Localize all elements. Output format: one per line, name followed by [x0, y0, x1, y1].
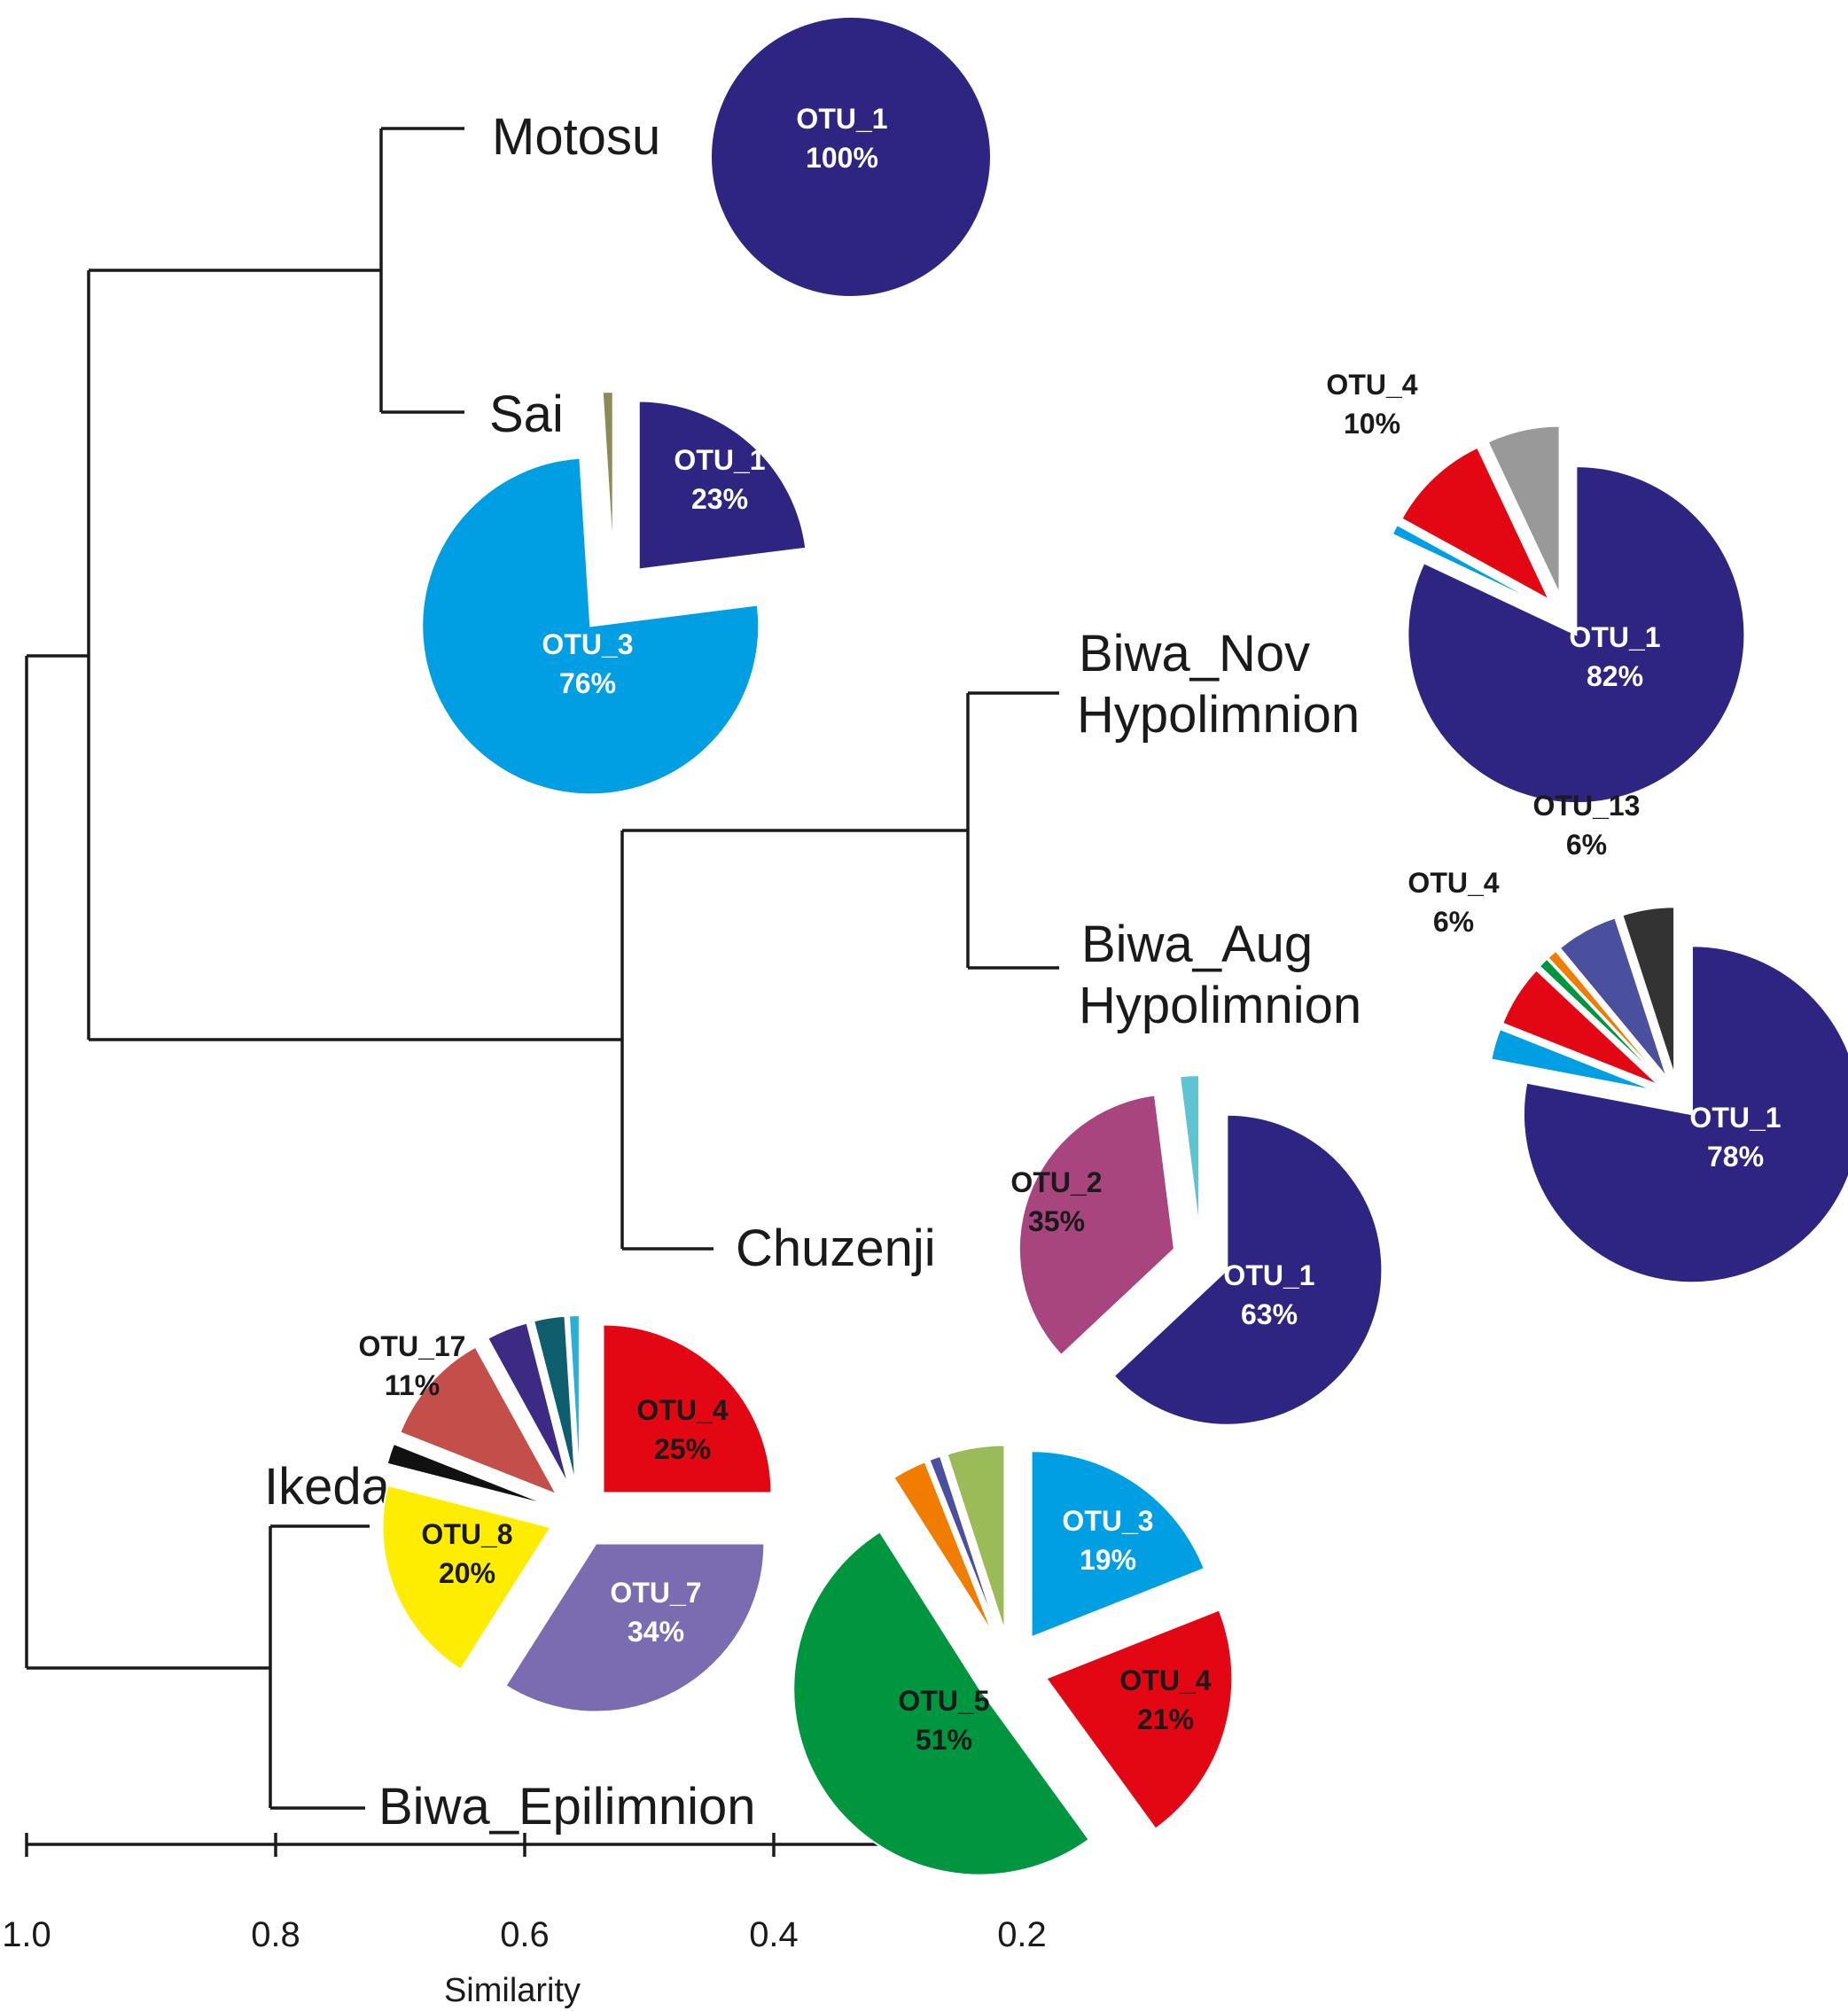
- pie-slice-minor: [1486, 425, 1561, 596]
- pie-slice-minor: [1490, 1027, 1657, 1093]
- pie-slice-label: OTU_1: [796, 103, 887, 135]
- leaf-label-biwa-nov-line1: Biwa_Nov: [1079, 625, 1310, 682]
- leaf-label-biwa-epilimnion: Biwa_Epilimnion: [378, 1778, 756, 1836]
- pie-slice-minor: [1621, 906, 1676, 1076]
- branch-motosu-sai: [379, 127, 464, 414]
- axis-title: Similarity: [444, 1972, 581, 2009]
- pie-slice-minor: [1546, 949, 1665, 1081]
- axis-tick-label: 0.6: [500, 1915, 550, 1954]
- pie-slice-otu-3: [1030, 1450, 1206, 1639]
- pie-slice-label: 10%: [1344, 408, 1400, 440]
- similarity-axis: 1.0 0.8 0.6 0.4 0.2 Similarity: [2, 1833, 1047, 2009]
- pie-slice-label: 100%: [806, 142, 878, 174]
- pie-slice-label: 6%: [1433, 906, 1474, 938]
- pie-slice-minor: [567, 1314, 581, 1485]
- dendrogram: [25, 127, 1059, 1810]
- pie-slice-label: 23%: [691, 483, 748, 515]
- pie-slice-otu-13: [1558, 916, 1668, 1079]
- pie-slice-label: 34%: [628, 1616, 684, 1648]
- branch-root: [25, 654, 270, 1670]
- pie-slice-otu-7: [504, 1542, 766, 1713]
- pie-slice-label: 76%: [559, 667, 616, 699]
- pie-chart-chuzenji: OTU_1 63% OTU_2 35%: [1010, 1074, 1384, 1426]
- pie-slice-otu-4: [602, 1323, 773, 1494]
- pie-slice-label: 51%: [916, 1724, 972, 1756]
- pie-slice-label: OTU_1: [1689, 1102, 1781, 1134]
- pie-slice-otu-4: [1044, 1609, 1234, 1831]
- branch-ikeda-epi: [269, 1524, 370, 1810]
- leaf-label-biwa-nov-line2: Hypolimnion: [1077, 686, 1360, 744]
- pie-slice-otu-1: [637, 400, 807, 571]
- axis-tick-label: 1.0: [2, 1915, 51, 1954]
- pie-slice-minor: [486, 1321, 570, 1487]
- leaf-label-chuzenji: Chuzenji: [736, 1220, 936, 1277]
- pie-slice-otu-4: [1400, 446, 1552, 603]
- pie-slice-label: 63%: [1241, 1298, 1298, 1330]
- pie-slice-minor: [946, 1444, 1006, 1632]
- pie-slice-otu-3: [421, 456, 760, 796]
- pie-slice-minor: [386, 1442, 551, 1507]
- pie-slice-otu-1: [1112, 1113, 1384, 1426]
- pie-slice-otu-8: [381, 1484, 553, 1672]
- pie-slice-otu-1: [1522, 945, 1848, 1284]
- pie-slice-label: 35%: [1028, 1205, 1085, 1237]
- pie-slice-otu-4: [1501, 969, 1660, 1087]
- pie-slice-label: 82%: [1587, 660, 1643, 692]
- leaf-labels: Motosu Sai Biwa_Nov Hypolimnion Biwa_Aug…: [264, 108, 1361, 1836]
- pie-slice-label: OTU_3: [542, 628, 633, 660]
- pie-slice-minor: [1391, 523, 1546, 607]
- pie-slice-otu-2: [1018, 1094, 1175, 1357]
- pie-slice-label: OTU_5: [898, 1685, 989, 1717]
- pie-slice-label: 20%: [439, 1557, 495, 1589]
- pie-slice-minor: [893, 1461, 994, 1636]
- pie-slice-label: OTU_1: [674, 444, 765, 476]
- pie-chart-biwa-epilimnion: OTU_3 19% OTU_4 21% OTU_5 51%: [792, 1444, 1234, 1876]
- pie-slice-label: OTU_2: [1010, 1166, 1102, 1198]
- pie-slice-minor: [601, 391, 614, 561]
- pie-slice-minor: [532, 1314, 577, 1485]
- pie-slice-label: 25%: [654, 1433, 711, 1465]
- pie-slice-label: OTU_4: [636, 1394, 728, 1426]
- pie-slice-label: 11%: [385, 1369, 440, 1401]
- leaf-label-sai: Sai: [489, 386, 564, 443]
- pie-slice-label: 78%: [1707, 1141, 1764, 1173]
- pie-slice-otu-17: [399, 1345, 559, 1497]
- pie-slice-label: OTU_4: [1326, 369, 1417, 401]
- pie-chart-sai: OTU_1 23% OTU_3 76%: [421, 391, 807, 796]
- pie-slice-label: OTU_4: [1407, 867, 1499, 899]
- pie-slice-label: OTU_1: [1223, 1259, 1314, 1291]
- axis-tick-label: 0.8: [251, 1915, 300, 1954]
- axis-tick-label: 0.4: [749, 1915, 799, 1954]
- pie-slice-label: 19%: [1080, 1544, 1136, 1576]
- leaf-label-motosu: Motosu: [492, 108, 660, 166]
- pie-chart-motosu: OTU_1 100%: [710, 16, 992, 298]
- pie-slice-label: OTU_1: [1569, 621, 1660, 653]
- axis-tick-label: 0.2: [997, 1915, 1047, 1954]
- pie-slice-label: 21%: [1137, 1703, 1194, 1735]
- pie-chart-ikeda: OTU_4 25% OTU_7 34% OTU_8 20% OTU_17 11%: [359, 1314, 773, 1713]
- pie-slice-minor: [1538, 957, 1664, 1083]
- pie-slice-otu-1: [1407, 465, 1746, 805]
- pie-chart-biwa-aug: OTU_1 78% OTU_4 6% OTU_13 6%: [1407, 790, 1848, 1284]
- pie-chart-biwa-nov: OTU_1 82% OTU_4 10%: [1326, 369, 1746, 805]
- pie-charts: OTU_1 100% OTU_1 23% OTU_3 76% OTU_1 82% OTU_4 10…: [359, 16, 1848, 1876]
- pie-slice-label: OTU_8: [421, 1518, 512, 1550]
- leaf-label-biwa-aug-line2: Hypolimnion: [1079, 977, 1361, 1034]
- pie-slice-otu-5: [792, 1530, 1091, 1876]
- pie-slice-otu-1: [710, 16, 992, 298]
- leaf-label-ikeda: Ikeda: [264, 1458, 391, 1516]
- pie-slice-label: OTU_17: [359, 1330, 466, 1362]
- pie-slice-label: 6%: [1566, 829, 1607, 861]
- pie-slice-label: OTU_13: [1533, 790, 1641, 822]
- pie-slice-minor: [1178, 1074, 1200, 1231]
- branch-biwa-hypo: [966, 691, 1059, 970]
- branch-hypo-chuzenji: [620, 829, 968, 1251]
- pie-slice-minor: [928, 1454, 999, 1633]
- pie-slice-label: OTU_3: [1062, 1505, 1153, 1537]
- pie-slice-label: OTU_7: [610, 1577, 701, 1609]
- leaf-label-biwa-aug-line1: Biwa_Aug: [1081, 916, 1313, 973]
- pie-slice-label: OTU_4: [1119, 1664, 1211, 1696]
